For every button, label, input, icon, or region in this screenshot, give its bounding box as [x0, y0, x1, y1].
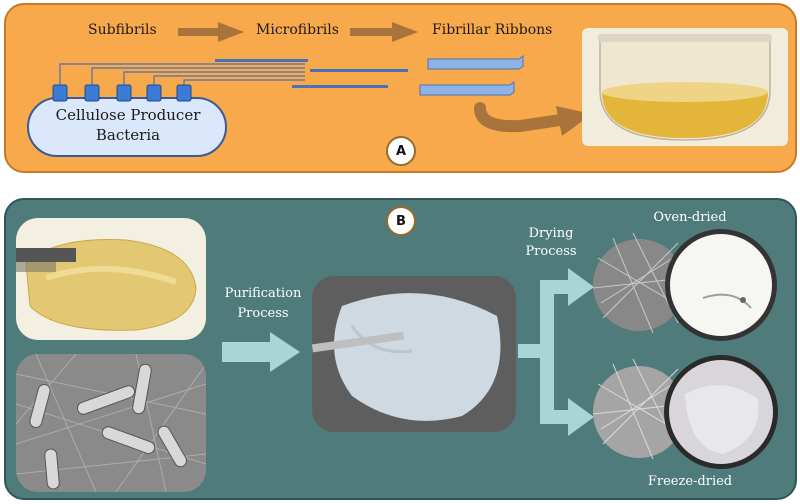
curved-arrow [474, 102, 566, 133]
fibrillar-ribbons [419, 55, 524, 96]
purification-label-line1: Purification [224, 286, 302, 301]
purification-arrow [222, 332, 300, 372]
drying-branch-arrow [518, 268, 594, 436]
bc-pellicle-photo [16, 218, 206, 340]
freeze-dried-images [593, 355, 778, 469]
freeze-dried-label: Freeze-dried [647, 474, 733, 489]
producer-label-line1: Cellulose Producer [55, 106, 201, 124]
bacteria-pores [52, 84, 192, 102]
purified-bc-photo [312, 276, 516, 432]
panel-a-diagram [27, 22, 788, 157]
stage-arrow-1 [178, 22, 244, 42]
purification-label-line2: Process [237, 306, 289, 321]
stage-microfibrils-label: Microfibrils [256, 22, 339, 38]
sem-bacteria-photo [16, 354, 206, 492]
badge-b: B [386, 206, 416, 236]
oven-dried-images [593, 229, 777, 341]
producer-label-line2: Bacteria [95, 126, 161, 144]
drying-label-line1: Drying [528, 226, 574, 241]
stage-subfibrils-label: Subfibrils [88, 22, 157, 38]
stage-arrow-2 [350, 22, 418, 42]
subfibril-lines [59, 63, 305, 88]
badge-a: A [386, 136, 416, 166]
oven-dried-label: Oven-dried [653, 210, 727, 225]
microfibril-bars [215, 59, 408, 88]
culture-flask-photo [582, 28, 788, 146]
drying-label-line2: Process [525, 244, 577, 259]
stage-fibrillar-ribbons-label: Fibrillar Ribbons [432, 22, 553, 38]
